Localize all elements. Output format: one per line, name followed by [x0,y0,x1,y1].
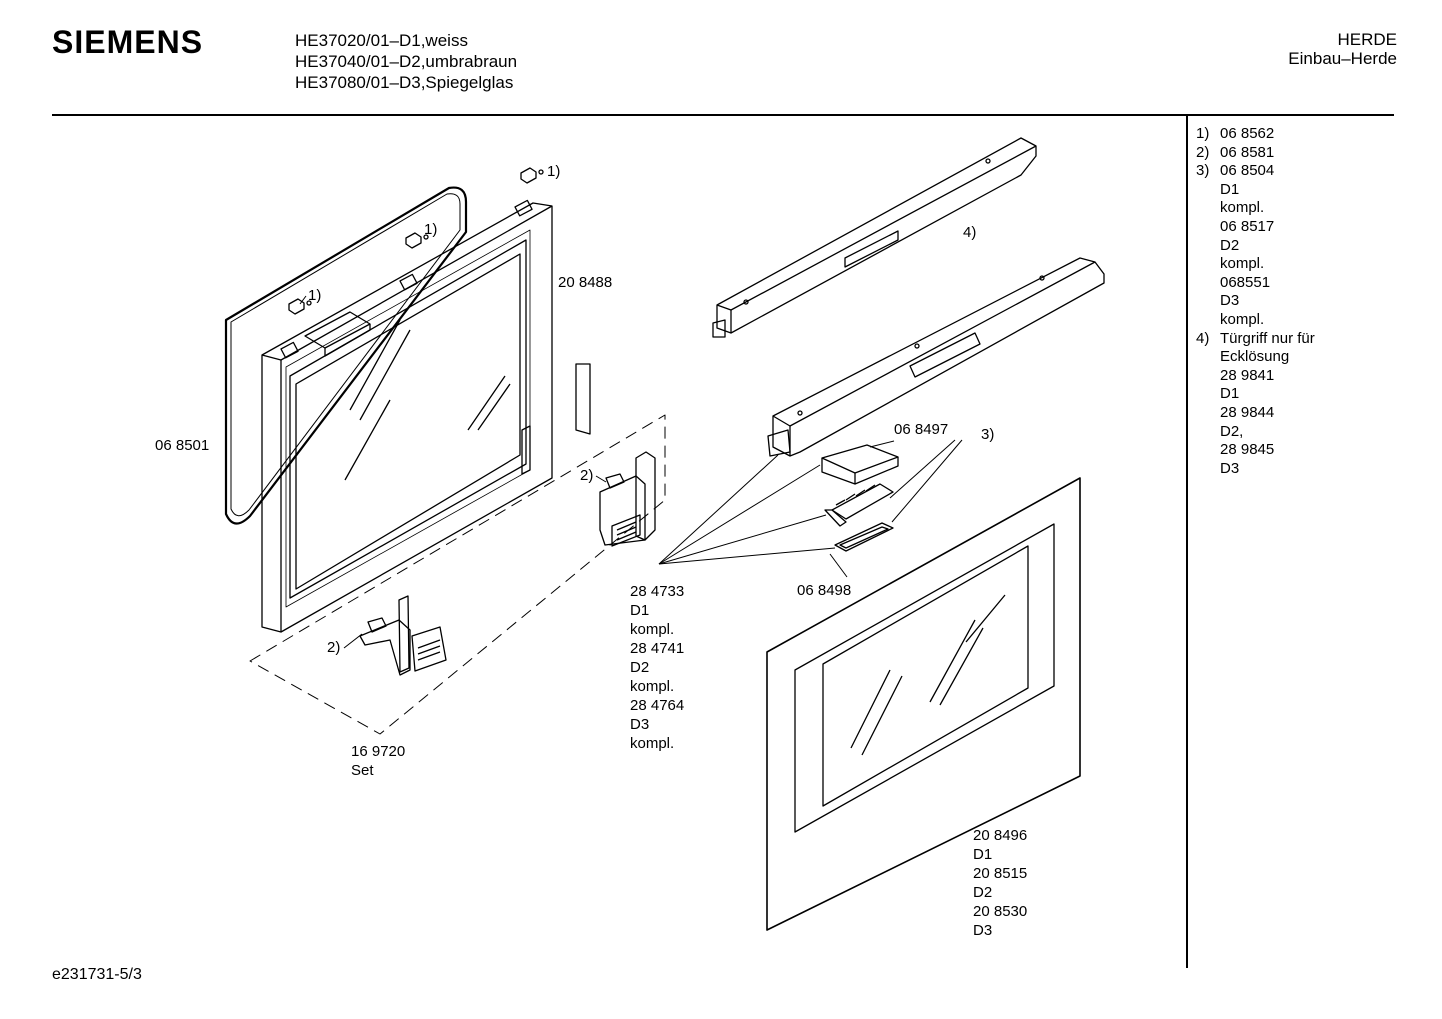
legend-text: 06 8504 [1220,162,1275,180]
part-number-label: 16 9720 [351,743,406,760]
part-number-group: 16 9720 Set [351,742,405,780]
legend-text: D2, [1220,422,1244,440]
category-line: HERDE [1337,30,1397,49]
legend-entry: 3) 06 8504 [1196,162,1315,181]
part-number-label: kompl. [630,678,675,695]
part-number-label: 28 4741 [630,640,685,657]
brand-logo: SIEMENS [52,24,204,60]
part-number-label: D3 [630,716,650,733]
legend-text: 28 9841 [1220,366,1275,384]
legend-text: Ecklösung [1220,348,1290,366]
callout-label: 2) [580,467,594,484]
callout-label: 4) [963,224,977,241]
legend-entry: 4) Türgriff nur für [1196,330,1315,349]
callout-label: 1) [424,221,438,238]
legend-text: kompl. [1220,199,1265,217]
latch-part-068498 [834,522,894,552]
part-number-label: 20 8496 [973,827,1028,844]
strip-part [575,363,591,435]
part-number-label: 28 4764 [630,697,685,714]
part-number-group: 28 4733 D1 kompl. 28 4741 D2 kompl. 28 4… [630,582,684,753]
legend-text: 28 9845 [1220,441,1275,459]
hinge-part [599,451,656,547]
model-line: HE37040/01–D2,umbrabraun [295,52,518,71]
part-number-label: 06 8498 [797,582,852,599]
model-list: HE37020/01–D1,weiss HE37040/01–D2,umbrab… [295,30,517,93]
inner-door-frame [261,199,553,633]
legend-text: 06 8581 [1220,143,1275,161]
door-gasket-inner [230,193,461,517]
part-number-label: D2 [973,884,993,901]
legend-num: 1) [1196,125,1210,142]
hinge-part [359,595,447,676]
legend-text: D1 [1220,180,1240,198]
legend-text: kompl. [1220,310,1265,328]
part-number-label: 28 4733 [630,583,685,600]
legend-text: 28 9844 [1220,403,1275,421]
latch-part-068497 [821,444,899,485]
legend-text: D1 [1220,385,1240,403]
door-gasket [224,186,468,525]
part-number-label: kompl. [630,735,675,752]
door-handle-upper [712,137,1037,338]
door-handle-lower [767,257,1105,457]
legend-num: 4) [1196,329,1210,347]
part-number-label: D2 [630,659,650,676]
callout-label: 1) [547,163,561,180]
part-number-label: 06 8501 [155,437,210,454]
parts-legend: 1)06 8562 2)06 8581 3)06 8504 D1 kompl. … [1196,125,1315,478]
legend-entry: 2) 06 8581 [1196,144,1315,163]
legend-num: 2) [1196,143,1210,161]
latch-part-middle [824,483,894,527]
part-number-group: 20 8496 D1 20 8515 D2 20 8530 D3 [973,826,1027,940]
part-number-label: D1 [973,846,993,863]
callout-label: 3) [981,426,995,443]
part-number-label: 20 8488 [558,274,613,291]
legend-text: D2 [1220,236,1240,254]
legend-text: 06 8562 [1220,125,1275,142]
model-line: HE37080/01–D3,Spiegelglas [295,73,514,92]
callout-label: 1) [308,287,322,304]
part-number-label: 06 8497 [894,421,949,438]
leader-lines [299,295,963,649]
hinge-set-outline [249,414,666,735]
legend-num: 3) [1196,162,1210,180]
legend-divider [1186,116,1188,968]
header-divider [52,114,1394,116]
legend-text: kompl. [1220,255,1265,273]
category-line: Einbau–Herde [1288,49,1397,68]
part-number-label: kompl. [630,621,675,638]
callout-label: 2) [327,639,341,656]
part-number-label: Set [351,762,374,779]
legend-text: D3 [1220,459,1240,477]
legend-entry: 1) 06 8562 [1196,125,1315,144]
clip-part-1 [288,167,544,315]
part-number-label: D3 [973,922,993,939]
legend-text: 06 8517 [1220,217,1275,235]
part-number-label: D1 [630,602,650,619]
document-id: e231731-5/3 [52,966,142,983]
model-line: HE37020/01–D1,weiss [295,31,468,50]
legend-text: 068551 [1220,273,1271,291]
part-number-label: 20 8530 [973,903,1028,920]
part-number-label: 20 8515 [973,865,1028,882]
outer-glass-door [766,477,1081,931]
category: HERDE Einbau–Herde [1288,30,1397,68]
legend-text: Türgriff nur für [1220,329,1315,347]
legend-text: D3 [1220,292,1240,310]
